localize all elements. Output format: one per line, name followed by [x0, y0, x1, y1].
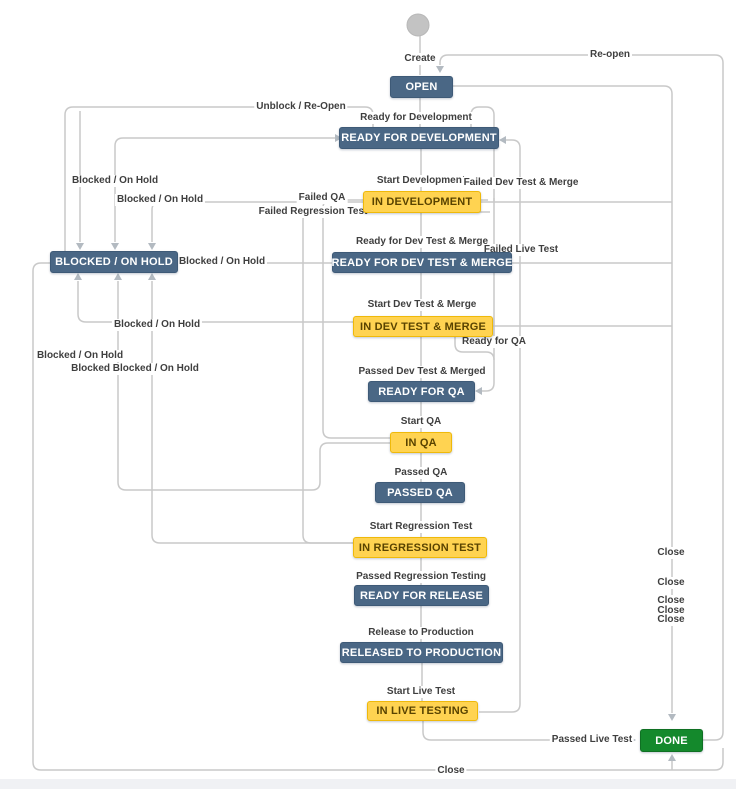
state-in-regression-test[interactable]: IN REGRESSION TEST: [353, 537, 487, 558]
transition-label-failed-dev-test-merge[interactable]: Failed Dev Test & Merge: [461, 177, 581, 189]
transition-label-close-3[interactable]: Close: [655, 595, 687, 607]
transition-label-blocked-1[interactable]: Blocked / On Hold: [69, 175, 161, 187]
transition-label-blocked-6[interactable]: Blocked Blocked / On Hold: [69, 363, 201, 375]
state-passed-qa[interactable]: PASSED QA: [375, 482, 465, 503]
state-ready-for-development[interactable]: READY FOR DEVELOPMENT: [339, 127, 499, 149]
transition-label-blocked-4[interactable]: Blocked / On Hold: [111, 319, 203, 331]
state-ready-for-dev-test-merge[interactable]: READY FOR DEV TEST & MERGE: [331, 252, 512, 273]
transition-label-reopen[interactable]: Re-open: [588, 49, 632, 61]
canvas-footer-strip: [0, 779, 736, 789]
transition-label-blocked-5[interactable]: Blocked / On Hold: [34, 350, 126, 362]
state-in-development[interactable]: IN DEVELOPMENT: [363, 191, 481, 213]
state-open[interactable]: OPEN: [390, 76, 453, 98]
start-node[interactable]: [406, 13, 430, 37]
transition-label-blocked-3[interactable]: Blocked / On Hold: [176, 256, 268, 268]
transition-label-ready-for-dev-test-merge[interactable]: Ready for Dev Test & Merge: [353, 236, 491, 248]
transition-label-close-5[interactable]: Close: [655, 614, 687, 626]
transition-label-passed-live-test[interactable]: Passed Live Test: [549, 734, 635, 746]
transition-label-passed-dev-test-merged[interactable]: Passed Dev Test & Merged: [356, 366, 488, 378]
transition-label-close-2[interactable]: Close: [655, 577, 687, 589]
state-blocked-on-hold[interactable]: BLOCKED / ON HOLD: [50, 251, 178, 273]
transition-label-release-to-production[interactable]: Release to Production: [366, 627, 476, 639]
transition-label-ready-for-development[interactable]: Ready for Development: [358, 112, 474, 124]
transition-label-passed-qa[interactable]: Passed QA: [392, 467, 450, 479]
transition-label-close-1[interactable]: Close: [655, 547, 687, 559]
state-ready-for-release[interactable]: READY FOR RELEASE: [354, 585, 489, 606]
transition-label-passed-regression-testing[interactable]: Passed Regression Testing: [354, 571, 488, 583]
state-in-live-testing[interactable]: IN LIVE TESTING: [367, 701, 478, 721]
transition-label-start-live-test[interactable]: Start Live Test: [384, 686, 458, 698]
transition-label-failed-regression-test[interactable]: Failed Regression Test: [256, 206, 370, 218]
state-in-qa[interactable]: IN QA: [390, 432, 452, 453]
transition-label-unblock-reopen[interactable]: Unblock / Re-Open: [254, 101, 348, 113]
state-done[interactable]: DONE: [640, 729, 703, 752]
transition-label-failed-qa[interactable]: Failed QA: [296, 192, 348, 204]
transition-label-ready-for-qa[interactable]: Ready for QA: [460, 336, 528, 348]
state-ready-for-qa[interactable]: READY FOR QA: [368, 381, 475, 402]
transition-label-close-6[interactable]: Close: [435, 765, 467, 777]
transition-label-blocked-2[interactable]: Blocked / On Hold: [114, 194, 206, 206]
transition-label-start-regression-test[interactable]: Start Regression Test: [367, 521, 475, 533]
transition-label-start-dev-test-merge[interactable]: Start Dev Test & Merge: [365, 299, 479, 311]
state-released-to-production[interactable]: RELEASED TO PRODUCTION: [340, 642, 503, 663]
state-in-dev-test-merge[interactable]: IN DEV TEST & MERGE: [353, 316, 493, 337]
transition-label-start-development[interactable]: Start Development: [374, 175, 468, 187]
transition-label-create[interactable]: Create: [402, 53, 438, 65]
transition-label-start-qa[interactable]: Start QA: [398, 416, 444, 428]
